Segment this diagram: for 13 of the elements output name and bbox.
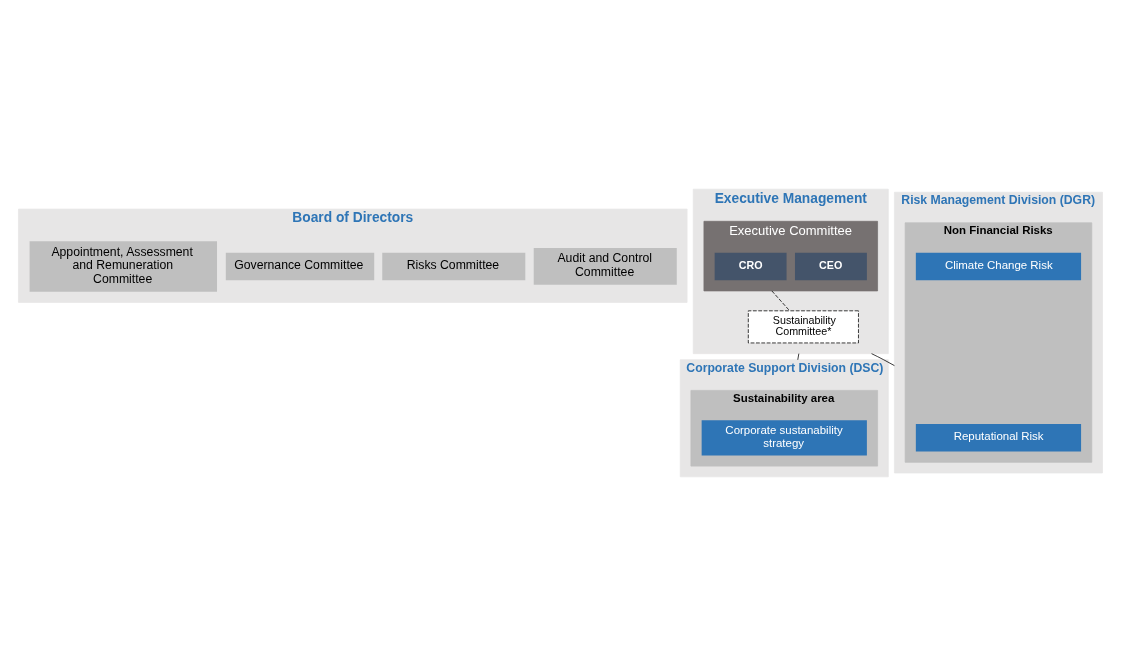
node-box: CRO xyxy=(714,252,787,281)
node-box: CEO xyxy=(794,252,867,281)
node-box: Audit and Control Committee xyxy=(533,248,677,285)
node-box: Reputational Risk xyxy=(915,424,1082,452)
node-box: Appointment, Assessment and Remuneration Committee xyxy=(29,241,217,292)
node-box: Sustainability Committee* xyxy=(747,310,859,344)
node-box: Corporate sustanability strategy xyxy=(701,420,867,456)
node-box: Governance Committee xyxy=(225,252,375,281)
node-box: Risks Committee xyxy=(382,252,526,281)
connector xyxy=(771,290,791,312)
connector xyxy=(797,353,800,361)
connector xyxy=(871,353,895,366)
node-box: Climate Change Risk xyxy=(915,252,1082,281)
